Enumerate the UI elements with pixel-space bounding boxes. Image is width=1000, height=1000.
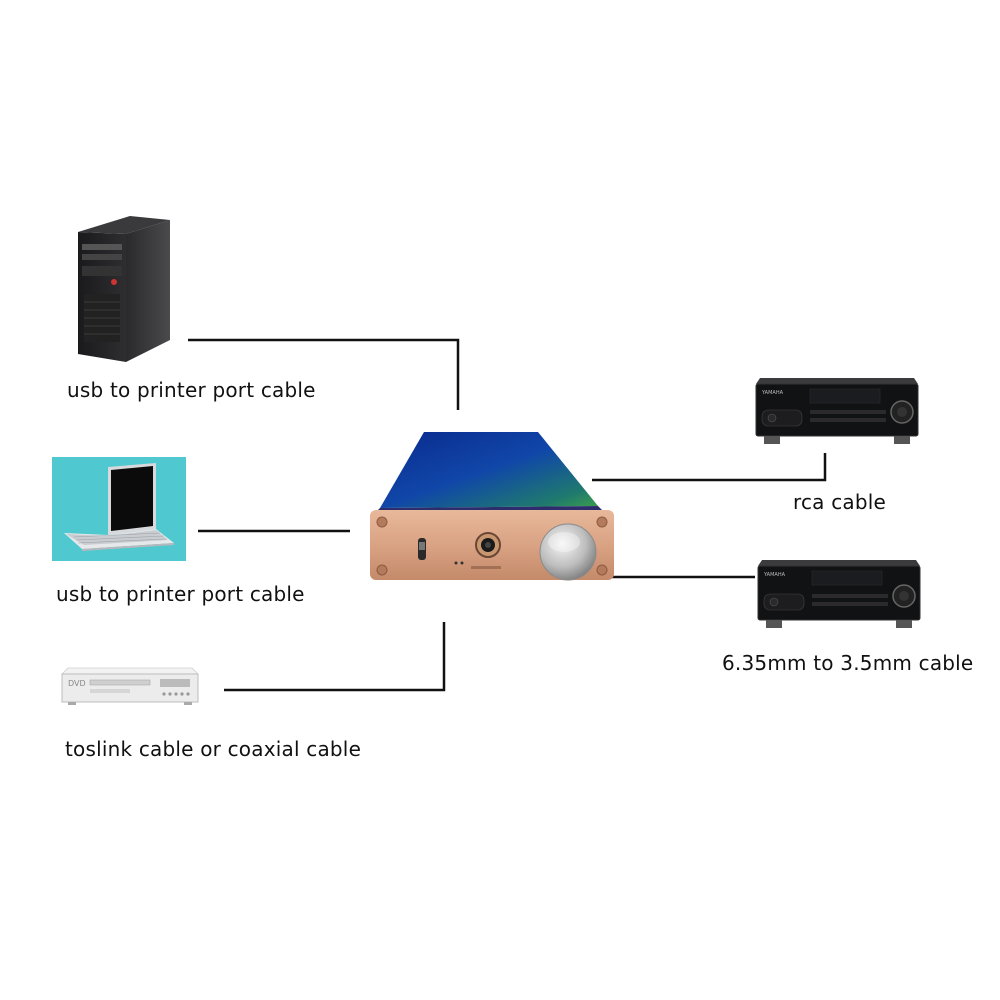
desktop-computer-image — [74, 214, 174, 364]
wire-dvd — [224, 622, 444, 690]
laptop-image — [52, 457, 186, 561]
laptop-cable-label: usb to printer port cable — [56, 582, 305, 606]
dvd-player-image: DVD — [60, 666, 200, 706]
receiver-bottom-brand-text: YAMAHA — [763, 572, 786, 578]
wire-receiver-top — [592, 453, 825, 480]
dac-amplifier-image — [366, 430, 618, 590]
computer-cable-label: usb to printer port cable — [67, 378, 316, 402]
receiver-top-brand-text: YAMAHA — [761, 390, 784, 396]
dvd-logo-text: DVD — [68, 679, 86, 688]
dvd-cable-label: toslink cable or coaxial cable — [65, 737, 361, 761]
receiver-bottom-cable-label: 6.35mm to 3.5mm cable — [722, 651, 973, 675]
receiver-top-cable-label: rca cable — [793, 490, 886, 514]
receiver-top-image: YAMAHA — [754, 376, 920, 448]
receiver-bottom-image: YAMAHA — [756, 558, 922, 632]
